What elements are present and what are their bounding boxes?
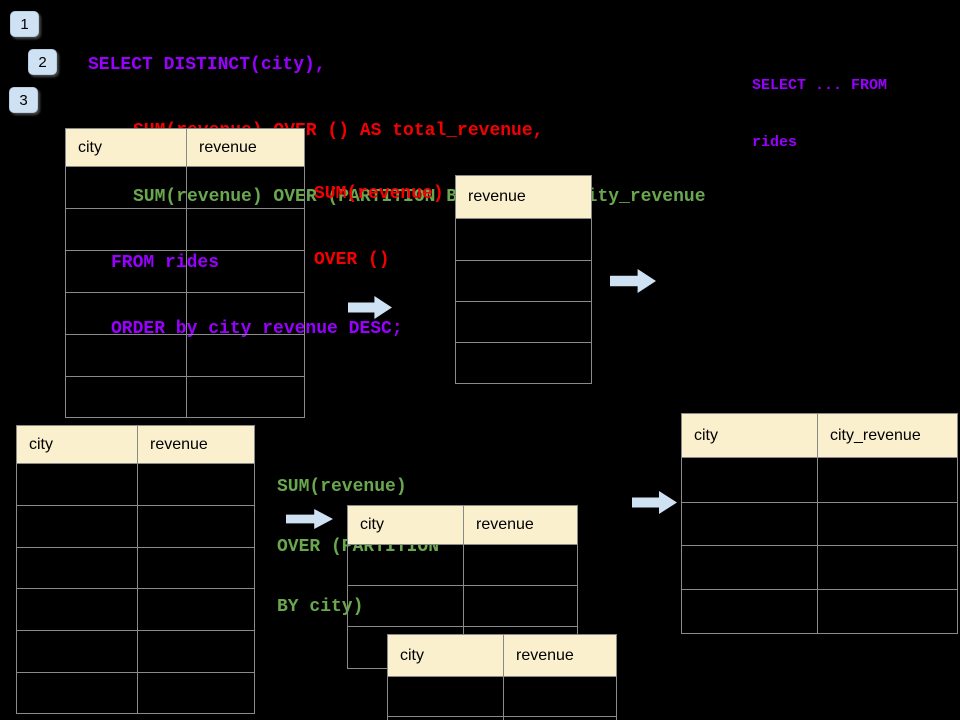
step-badge-3: 3 (9, 87, 38, 113)
column-header-revenue: revenue (463, 505, 578, 545)
empty-cell (16, 672, 138, 714)
column-header-city-revenue: city_revenue (817, 413, 958, 458)
column-header-city: city (347, 505, 464, 545)
step-badge-3-label: 3 (19, 91, 28, 109)
empty-cell (455, 301, 592, 343)
annotation-partition-line-1: SUM(revenue) (277, 477, 407, 497)
empty-cell (65, 208, 187, 251)
empty-cell (137, 547, 255, 589)
empty-cell (817, 457, 958, 503)
empty-cell (347, 544, 464, 586)
empty-cell (137, 463, 255, 506)
flow-arrow-icon (632, 491, 677, 514)
empty-cell (455, 260, 592, 302)
column-header-city: city (16, 425, 138, 464)
empty-cell (817, 502, 958, 546)
annotation-total-revenue: SUM(revenue) OVER () (314, 139, 444, 315)
empty-cell (455, 342, 592, 384)
empty-cell (16, 463, 138, 506)
empty-cell (387, 716, 504, 720)
empty-cell (137, 505, 255, 548)
empty-cell (463, 585, 578, 627)
empty-cell (817, 545, 958, 590)
annotation-total-line-2: OVER () (314, 250, 390, 270)
side-note-line-2: rides (752, 134, 798, 151)
empty-cell (387, 676, 504, 717)
empty-cell (65, 334, 187, 377)
empty-cell (65, 166, 187, 209)
empty-cell (137, 672, 255, 714)
step-badge-1-label: 1 (20, 15, 29, 33)
empty-cell (65, 250, 187, 293)
table-partition-step-overlay: city revenue (387, 634, 617, 720)
empty-cell (186, 208, 305, 251)
column-header-city: city (387, 634, 504, 677)
empty-cell (16, 505, 138, 548)
empty-cell (186, 166, 305, 209)
empty-cell (137, 630, 255, 673)
empty-cell (681, 589, 818, 634)
step-badge-2-label: 2 (38, 53, 47, 71)
column-header-revenue: revenue (137, 425, 255, 464)
empty-cell (503, 716, 617, 720)
empty-cell (186, 376, 305, 418)
column-header-revenue: revenue (503, 634, 617, 677)
empty-cell (347, 585, 464, 627)
empty-cell (65, 376, 187, 418)
empty-cell (186, 250, 305, 293)
empty-cell (681, 545, 818, 590)
table-rides-bottom: city revenue (16, 425, 255, 714)
table-total-revenue-result: revenue (455, 175, 592, 384)
column-header-city: city (681, 413, 818, 458)
empty-cell (503, 676, 617, 717)
empty-cell (16, 630, 138, 673)
column-header-revenue: revenue (186, 128, 305, 167)
table-rides-top: city revenue (65, 128, 305, 418)
column-header-city: city (65, 128, 187, 167)
empty-cell (455, 218, 592, 261)
column-header-revenue: revenue (455, 175, 592, 219)
empty-cell (16, 588, 138, 631)
empty-cell (681, 457, 818, 503)
step-badge-2: 2 (28, 49, 57, 75)
step-badge-1: 1 (10, 11, 39, 37)
side-note-line-1: SELECT ... FROM (752, 77, 888, 94)
empty-cell (16, 547, 138, 589)
side-note-select-from-rides: SELECT ... FROM rides (752, 38, 887, 190)
sql-line-select: SELECT DISTINCT(city), (88, 55, 326, 75)
annotation-total-line-1: SUM(revenue) (314, 184, 444, 204)
empty-cell (186, 292, 305, 335)
empty-cell (137, 588, 255, 631)
empty-cell (186, 334, 305, 377)
empty-cell (463, 544, 578, 586)
empty-cell (817, 589, 958, 634)
table-city-revenue-result: city city_revenue (681, 413, 958, 634)
empty-cell (65, 292, 187, 335)
empty-cell (681, 502, 818, 546)
